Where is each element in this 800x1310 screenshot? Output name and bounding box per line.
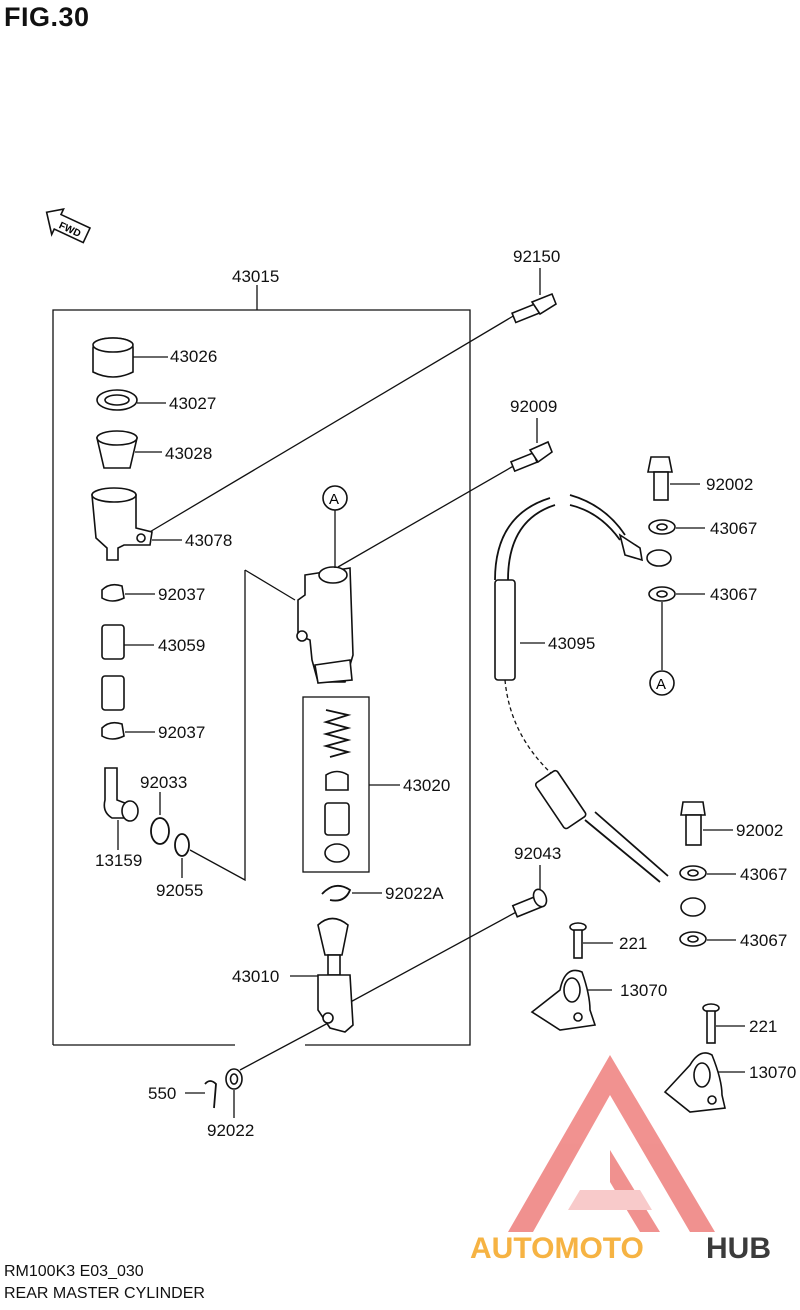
ref-marker-a-lower-label: A [656,676,666,693]
guide-13070-upper [530,969,612,1031]
brake-hose-43095 [494,494,706,917]
cap-43026 [92,337,168,378]
part-label: 43067 [710,585,757,604]
part-label: 221 [749,1017,777,1036]
reservoir-43078 [91,487,182,561]
banjo-bolt-92002-lower [680,801,733,846]
banjo-bolt-92002-upper [647,456,700,501]
part-label: 43020 [403,776,450,795]
clamp-92037-lower [101,721,155,740]
part-label: 92055 [156,881,203,900]
elbow-13159 [103,767,139,850]
fwd-arrow-icon: FWD [45,208,92,244]
part-label: 92022A [385,884,444,903]
part-label: 43028 [165,444,212,463]
screw-221-lower [702,1003,745,1044]
circlip-92033 [150,792,170,845]
diaphragm-43028 [95,430,162,469]
part-label: 43095 [548,634,595,653]
part-label: 92002 [736,821,783,840]
washer-92022 [225,1068,243,1118]
figure-title: FIG.30 [4,2,90,32]
watermark-text-b: HUB [706,1232,771,1265]
part-label: 92009 [510,397,557,416]
oring-92055 [174,833,190,878]
part-label: 43067 [710,519,757,538]
circlip-92022A [321,884,382,902]
washer-43067-upper-1 [648,519,705,535]
pushrod-43010 [290,917,354,1033]
model-code: RM100K3 E03_030 [4,1263,144,1280]
part-label: 92022 [207,1121,254,1140]
bolt-92009 [509,418,553,473]
ref-marker-a-upper-label: A [329,491,339,508]
washer-43067-lower-1 [679,865,736,881]
part-label: 43010 [232,967,279,986]
part-label: 43067 [740,931,787,950]
part-label: 43067 [740,865,787,884]
plate-43027 [96,389,166,411]
part-label: 43078 [185,531,232,550]
part-label: 92150 [513,247,560,266]
part-label: 92037 [158,585,205,604]
ref-marker-a-upper [322,485,348,511]
guide-13070-lower [663,1052,745,1113]
part-label: 13159 [95,851,142,870]
bolt-92150 [511,268,557,324]
part-label: 43015 [232,267,279,286]
spring-43020 [322,709,352,863]
pin-92043 [511,865,548,918]
washer-43067-upper-2 [648,586,705,602]
watermark-text-a: AUTOMOTO [470,1232,644,1265]
part-label: 221 [619,934,647,953]
part-label: 13070 [620,981,667,1000]
part-label: 92037 [158,723,205,742]
clamp-92037-upper [101,583,155,602]
ref-marker-a-lower [649,670,675,696]
part-label: 92043 [514,844,561,863]
screw-221-upper [569,922,613,959]
part-label: 13070 [749,1063,796,1082]
cotter-pin-550 [185,1080,217,1109]
part-label: 550 [148,1084,176,1103]
part-label: 92002 [706,475,753,494]
washer-43067-lower-2 [679,931,736,947]
part-label: 43027 [169,394,216,413]
watermark-logo [508,1055,715,1232]
part-label: 92033 [140,773,187,792]
figure-name: REAR MASTER CYLINDER [4,1285,205,1302]
part-label: 43059 [158,636,205,655]
hose-43059 [101,624,154,711]
part-label: 43026 [170,347,217,366]
master-cylinder-body [296,566,354,684]
